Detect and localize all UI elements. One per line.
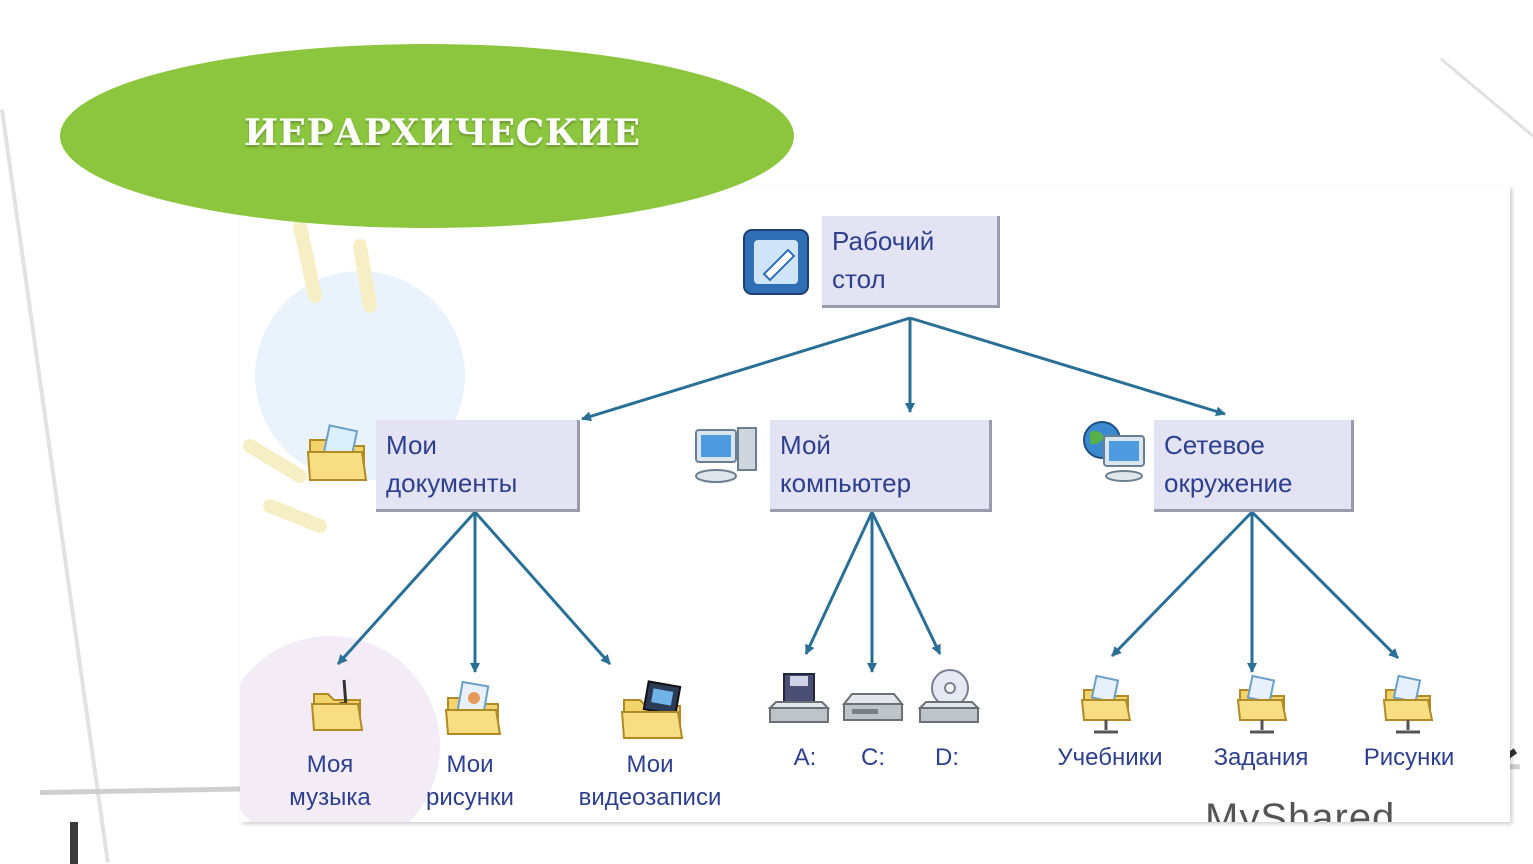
my-documents-folder-icon [306, 422, 370, 491]
computer-icon [692, 424, 762, 493]
leaf-label-drawings: Рисунки [1363, 744, 1455, 771]
music-folder-icon [310, 676, 366, 739]
floppy-drive-icon [766, 672, 832, 735]
network-globe-icon [1080, 418, 1150, 491]
edge-documents-to-video [473, 511, 612, 665]
node-my-computer: Мой компьютер [770, 420, 992, 512]
root-node-desktop: Рабочий стол [822, 216, 1000, 308]
cd-drive-icon [916, 666, 982, 733]
edge-documents-to-music [336, 510, 477, 666]
background-stroke [70, 822, 78, 864]
node-network-neighborhood: Сетевое окружение [1154, 420, 1354, 512]
pictures-folder-icon [444, 680, 504, 743]
leaf-label-drive-a: A: [793, 744, 817, 771]
edge-computer-to-d [870, 511, 942, 655]
title-oval [60, 44, 794, 228]
leaf-label-tasks: Задания [1213, 744, 1309, 771]
watermark: MyShared [1205, 796, 1396, 822]
leaf-label-my-videos: Мои видеозаписи [578, 751, 722, 811]
node-my-documents: Мои документы [376, 420, 580, 512]
background-stroke [1440, 57, 1533, 150]
edge-root-to-network [909, 316, 1226, 417]
hierarchy-diagram-panel: Рабочий стол Мои документы Мой компьютер… [240, 186, 1510, 822]
shared-folder-icon [1382, 674, 1436, 741]
edge-network-to-textbooks [1110, 510, 1254, 658]
leaf-label-drive-c: C: [861, 744, 885, 771]
background-stroke [0, 109, 110, 863]
shared-folder-icon [1236, 674, 1290, 741]
hard-drive-icon [840, 690, 906, 735]
leaf-label-drive-d: D: [935, 744, 959, 771]
leaf-label-my-pictures: Мои рисунки [426, 751, 514, 811]
video-folder-icon [620, 680, 686, 747]
leaf-label-textbooks: Учебники [1057, 744, 1163, 771]
slide-title: ИЕРАРХИЧЕСКИЕ [244, 112, 641, 154]
shared-folder-icon [1080, 674, 1134, 741]
leaf-label-my-music: Моя музыка [289, 751, 371, 811]
desktop-icon [738, 224, 814, 305]
edge-network-to-pictures [1250, 510, 1400, 660]
diagram-edges [336, 316, 1400, 673]
edge-computer-to-a [804, 511, 874, 655]
edge-root-to-documents [581, 316, 911, 422]
